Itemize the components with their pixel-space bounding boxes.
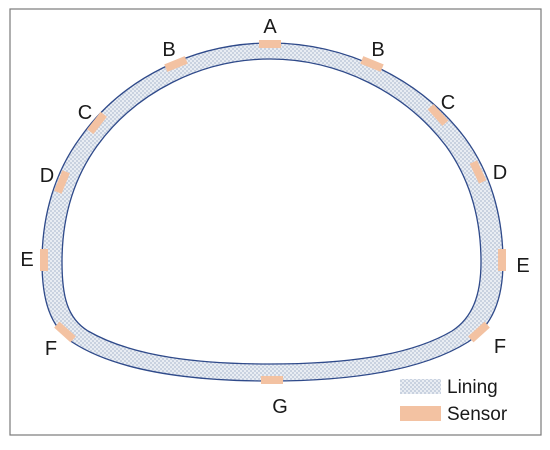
label-B-left: B (162, 39, 175, 61)
sensor-C-left (87, 111, 107, 135)
label-B-right: B (371, 39, 384, 61)
label-C-right: C (441, 92, 455, 114)
legend: Lining Sensor (400, 377, 508, 425)
sensor-G (261, 376, 283, 384)
legend-lining-swatch (400, 379, 441, 394)
label-A: A (263, 16, 277, 38)
sensor-E-right (498, 249, 506, 271)
sensors (40, 40, 506, 384)
label-G: G (272, 396, 288, 418)
label-D-left: D (40, 165, 54, 187)
legend-sensor-swatch (400, 406, 441, 421)
label-F-left: F (45, 338, 57, 360)
sensor-A (259, 40, 281, 48)
sensor-labels: A B B C C D D E E F F G (20, 16, 529, 418)
label-E-left: E (20, 249, 33, 271)
legend-lining-label: Lining (447, 377, 498, 398)
label-C-left: C (78, 102, 92, 124)
sensor-F-right (468, 321, 490, 343)
label-F-right: F (494, 336, 506, 358)
sensor-D-right (469, 160, 487, 184)
sensor-E-left (40, 249, 48, 271)
sensor-F-left (54, 321, 76, 343)
sensor-B-right (360, 56, 384, 72)
sensor-B-left (164, 56, 188, 72)
legend-sensor-label: Sensor (447, 404, 508, 425)
label-D-right: D (493, 162, 507, 184)
label-E-right: E (516, 255, 529, 277)
sensor-D-left (54, 170, 70, 194)
sensor-C-right (427, 104, 449, 126)
